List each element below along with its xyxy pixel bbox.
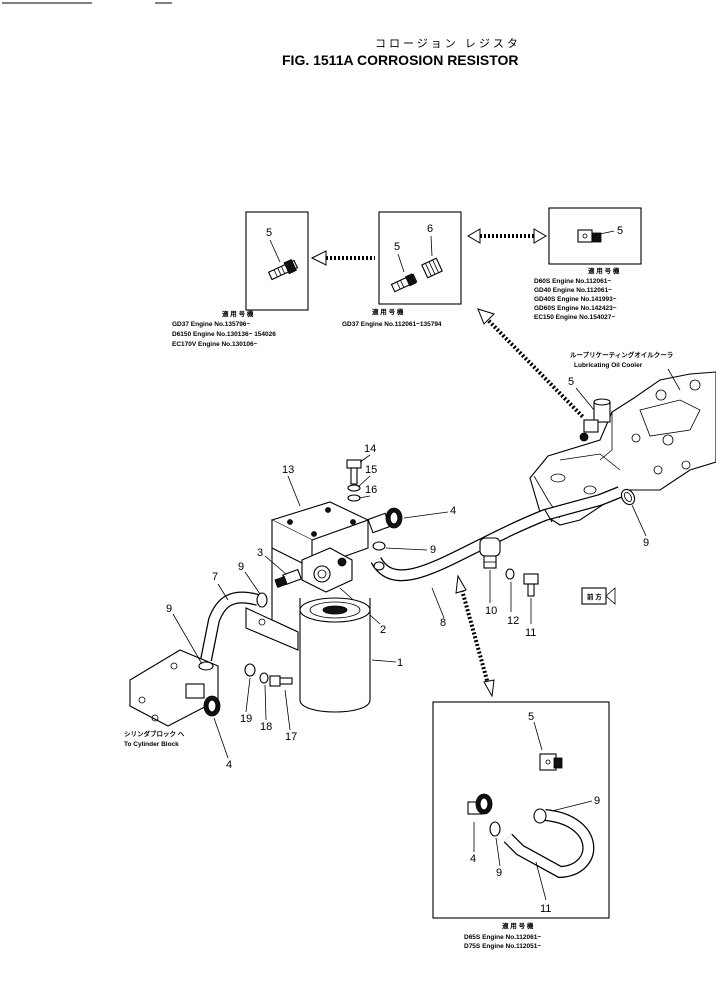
callout-18: 18 xyxy=(260,721,272,733)
hose-7 xyxy=(200,591,260,662)
inset-left-applic-header: 適 用 号 機 xyxy=(222,309,254,318)
washer-12 xyxy=(505,568,515,580)
callout-16: 16 xyxy=(365,484,377,496)
callout-7: 7 xyxy=(212,571,218,583)
hose-8 xyxy=(370,486,623,582)
callout-13: 13 xyxy=(282,464,294,476)
oil-cooler-label-jp: ループリケーティングオイルクーラ xyxy=(570,350,673,359)
front-tag: 前 方 xyxy=(581,587,616,605)
callout-4-top: 4 xyxy=(450,505,456,517)
callout-2: 2 xyxy=(380,624,386,636)
washer-19 xyxy=(244,663,256,677)
callout-9-head: 9 xyxy=(430,544,436,556)
cylinder-block-plate xyxy=(129,649,219,727)
inset-bottom-part-9-b: 9 xyxy=(496,867,502,879)
inset-bottom: 5 9 4 9 11 適 用 号 機 D65S Engine No.112061… xyxy=(432,701,610,950)
inset-left-line-1: GD37 Engine No.135796~ xyxy=(172,321,250,328)
valve-4-lower xyxy=(185,683,221,717)
callout-1: 1 xyxy=(397,657,403,669)
inset-right-line-2: GD40 Engine No.112061~ xyxy=(534,287,612,294)
clamp-9-left-upper xyxy=(256,592,268,608)
arrow-center-right xyxy=(467,228,547,244)
inset-center-line-1: GD37 Engine No.112061~135794 xyxy=(342,321,442,328)
callout-17: 17 xyxy=(285,731,297,743)
callout-14: 14 xyxy=(364,443,376,455)
inset-bottom-line-2: D75S Engine No.112051~ xyxy=(464,943,541,950)
inset-center-part-6: 6 xyxy=(427,223,433,235)
clamp-10 xyxy=(479,537,501,569)
page-title: FIG. 1511A CORROSION RESISTOR xyxy=(282,52,519,68)
callout-9-left-upper: 9 xyxy=(238,561,244,573)
front-tag-label: 前 方 xyxy=(587,592,602,601)
inset-right-line-5: EC150 Engine No.154027~ xyxy=(534,314,615,321)
filter-head-2 xyxy=(301,547,353,593)
bolt-14 xyxy=(346,459,362,485)
callout-4-lower: 4 xyxy=(226,759,232,771)
inset-left-line-3: EC170V Engine No.130106~ xyxy=(172,341,258,348)
inset-bottom-part-11: 11 xyxy=(540,903,551,915)
cyl-block-label-jp: シリンダブロック へ xyxy=(124,729,185,738)
callout-10: 10 xyxy=(485,605,497,617)
callout-12: 12 xyxy=(507,615,519,627)
inset-bottom-line-1: D65S Engine No.112061~ xyxy=(464,934,541,941)
callout-5-cooler: 5 xyxy=(568,376,574,388)
bolt-11 xyxy=(523,573,539,597)
washer-16 xyxy=(347,494,361,502)
clamp-9-left-lower xyxy=(198,661,214,671)
inset-right-line-3: GD40S Engine No.141993~ xyxy=(534,296,617,303)
arrow-to-bottom-inset xyxy=(455,574,495,698)
inset-right-part-5: 5 xyxy=(617,225,623,237)
callout-19: 19 xyxy=(240,713,252,725)
part-3-fitting xyxy=(274,568,302,588)
washer-15 xyxy=(347,484,361,492)
part-5-fitting xyxy=(579,398,611,442)
callout-11: 11 xyxy=(525,627,536,639)
inset-bottom-applic-header: 適 用 号 機 xyxy=(502,921,534,930)
inset-left-line-2: D6150 Engine No.130136~ 154026 xyxy=(172,331,276,338)
washer-18 xyxy=(259,672,269,684)
inset-bottom-part-9-a: 9 xyxy=(594,795,600,807)
callout-9-cooler: 9 xyxy=(643,537,649,549)
clamp-9-head xyxy=(372,541,386,571)
oil-cooler-housing xyxy=(529,371,716,526)
oil-cooler-label-en: Lubricating Oil Cooler xyxy=(574,362,643,369)
callout-9-left-lower: 9 xyxy=(166,603,172,615)
inset-bottom-part-5: 5 xyxy=(528,711,534,723)
inset-center: 5 6 適 用 号 機 GD37 Engine No.112061~135794 xyxy=(342,211,462,328)
inset-center-part-5: 5 xyxy=(394,241,400,253)
inset-right-line-4: GD60S Engine No.142423~ xyxy=(534,305,617,312)
cyl-block-label-en: To Cylinder Block xyxy=(124,741,179,748)
bolt-17 xyxy=(269,675,293,687)
inset-bottom-part-4: 4 xyxy=(470,853,476,865)
callout-15: 15 xyxy=(365,464,377,476)
callout-3: 3 xyxy=(257,547,263,559)
inset-right-applic-header: 適 用 号 機 xyxy=(588,266,620,275)
filter-element-1 xyxy=(299,597,371,713)
inset-left: 5 適 用 号 機 GD37 Engine No.135796~ D6150 E… xyxy=(172,211,309,348)
valve-4-head xyxy=(367,507,403,534)
japanese-title: コロージョン レジスタ xyxy=(375,37,521,50)
arrow-to-left-inset xyxy=(310,250,375,266)
callout-8: 8 xyxy=(440,617,446,629)
arrow-to-cooler xyxy=(477,308,586,420)
inset-center-applic-header: 適 用 号 機 xyxy=(372,307,404,316)
inset-left-part-5: 5 xyxy=(266,227,272,239)
bracket-13 xyxy=(245,501,370,651)
inset-right: 5 適 用 号 機 D60S Engine No.112061~ GD40 En… xyxy=(534,207,642,321)
hose-clamp-9-cooler xyxy=(620,488,636,506)
inset-right-line-1: D60S Engine No.112061~ xyxy=(534,278,611,285)
